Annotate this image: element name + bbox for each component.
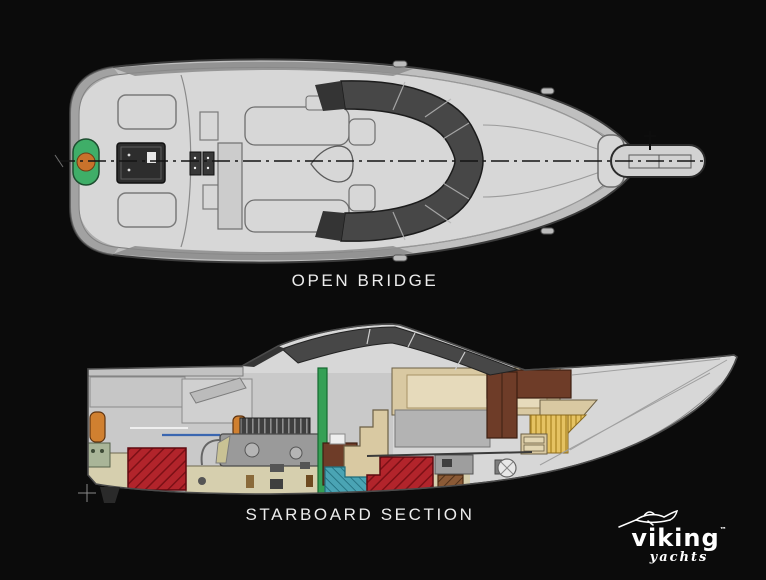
side-mullions — [366, 328, 466, 371]
bait-console-right — [202, 151, 215, 176]
aft-bridge-opening — [242, 346, 286, 367]
starboard-section-illustration — [78, 323, 738, 503]
vberth-mattress-wedge — [567, 414, 588, 435]
livewell-cap — [76, 152, 96, 172]
bridge-bench-port — [244, 106, 350, 146]
console-dot — [127, 153, 131, 157]
cabin-sole — [366, 451, 533, 457]
cockpit-hatch-port — [117, 94, 177, 130]
bilge-grate — [437, 474, 464, 494]
open-bridge-figure — [53, 55, 713, 267]
side-glass-starboard — [315, 211, 345, 241]
open-bridge-caption: OPEN BRIDGE — [291, 271, 439, 290]
hardtop-brow-bottom — [113, 246, 413, 261]
hull-outline — [87, 323, 738, 495]
pump-box — [88, 442, 111, 468]
registration-mark — [78, 484, 96, 502]
bridge-corner-seat-starboard — [348, 184, 376, 212]
console-dot — [193, 166, 197, 170]
console-dot — [193, 156, 197, 160]
mid-berth — [394, 409, 491, 448]
pump-dial — [91, 449, 95, 453]
cockpit-hatch-starboard — [117, 192, 177, 228]
helm-pod — [310, 145, 354, 183]
starboard-section-figure — [70, 315, 750, 507]
fan-blades — [500, 461, 514, 475]
viking-yachts-logo: viking™ yachts — [612, 508, 746, 565]
muffler — [189, 377, 247, 404]
side-glass-port — [315, 81, 345, 111]
starboard-section-caption: STARBOARD SECTION — [245, 505, 475, 524]
bow-stringers — [539, 358, 728, 466]
open-bridge-illustration — [54, 58, 708, 264]
logo-sub: yachts — [649, 550, 709, 565]
genset — [434, 454, 474, 475]
interior-cutaway — [88, 358, 728, 494]
bridge-ladder — [217, 142, 243, 230]
console-dot — [127, 168, 131, 172]
centerline-mark — [54, 154, 64, 168]
console-box-latch — [147, 152, 156, 163]
console-dot — [206, 166, 210, 170]
windshield-mullions — [392, 81, 470, 241]
bulkhead-strip — [317, 367, 328, 494]
galley-appliance — [329, 433, 346, 445]
skeg — [100, 487, 120, 503]
logo-brand-text: viking — [631, 524, 720, 552]
transom-cylinder — [89, 411, 106, 443]
engine — [130, 417, 326, 472]
console-dot — [206, 156, 210, 160]
windshield-glass — [340, 80, 484, 242]
marlin-icon — [618, 510, 679, 528]
drawer — [523, 436, 545, 444]
cockpit-console-box — [116, 142, 166, 184]
bridge-corner-seat-port — [348, 118, 376, 146]
console-box-inner — [120, 146, 162, 180]
pump-dial — [100, 449, 104, 453]
bow-antenna — [644, 131, 656, 150]
drawer — [523, 444, 545, 452]
logo-trademark: ™ — [719, 526, 727, 534]
hardtop-brow-top — [113, 61, 413, 76]
bait-console-left — [189, 151, 202, 176]
logo-brand: viking™ — [612, 526, 746, 550]
deck-box-upper — [199, 111, 219, 141]
aft-quarter-shelf — [89, 376, 186, 408]
cleats — [392, 60, 555, 262]
fuel-tank-aft — [127, 447, 187, 491]
genset-detail — [442, 459, 452, 467]
